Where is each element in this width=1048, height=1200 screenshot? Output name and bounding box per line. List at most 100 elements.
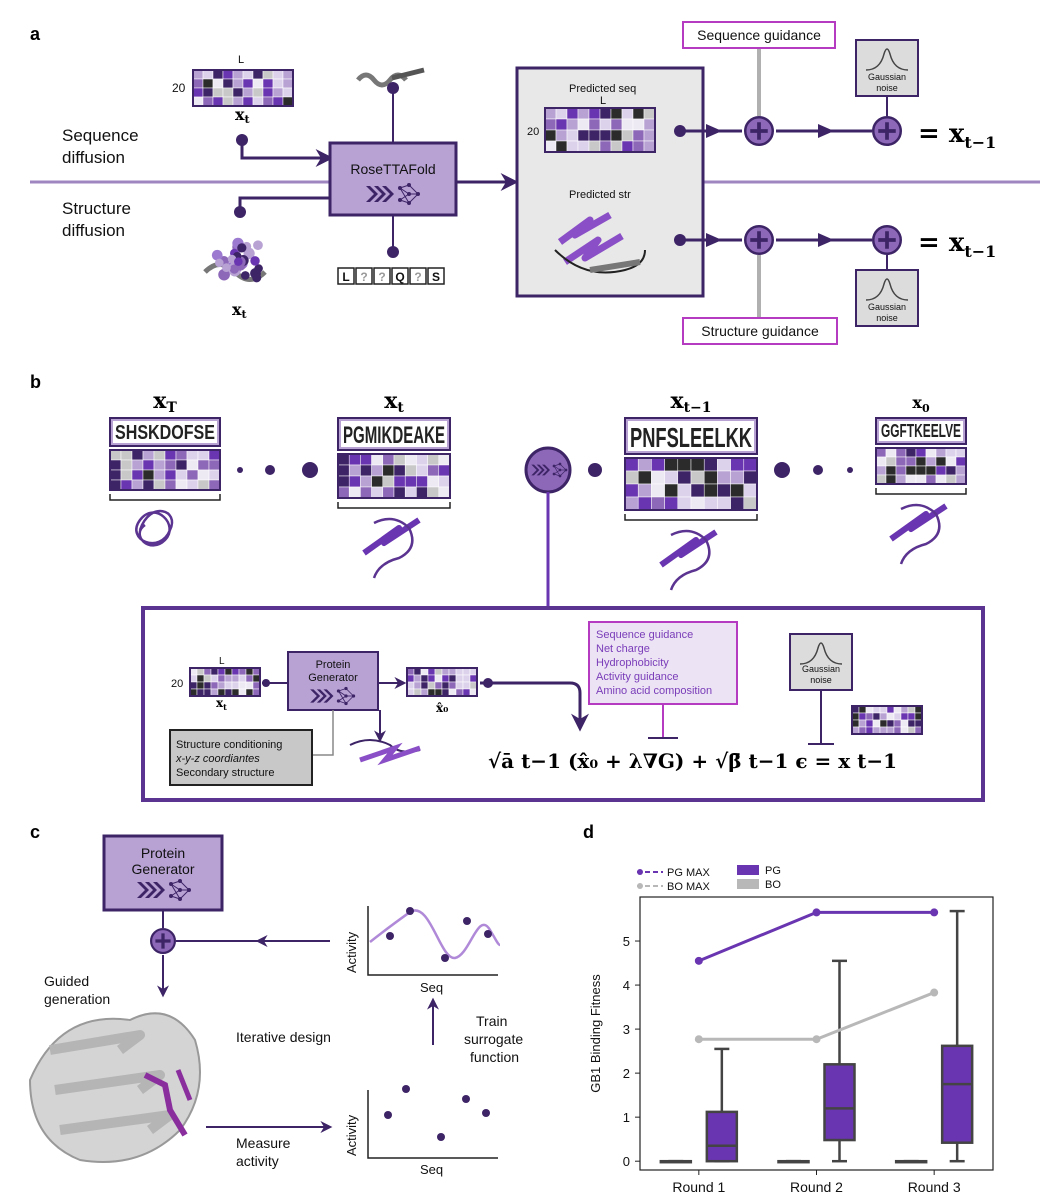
matrix-cell xyxy=(858,719,867,728)
noisy-structure-blob xyxy=(203,237,267,283)
matrix-cell xyxy=(208,459,221,471)
matrix-cell xyxy=(664,496,679,511)
matrix-cell xyxy=(382,464,395,477)
matrix-frame xyxy=(189,667,261,697)
matrix-cell xyxy=(621,140,634,153)
matrix-cell xyxy=(202,87,214,98)
matrix-cell xyxy=(469,674,478,683)
matrix-cell xyxy=(588,107,601,120)
sequence-input-arrow xyxy=(240,140,334,167)
inset-generator-box: Protein Generator xyxy=(287,651,379,711)
matrix-cell xyxy=(120,479,133,491)
matrix-cell xyxy=(677,496,692,511)
matrix-cell xyxy=(210,674,219,683)
bracket xyxy=(109,494,221,501)
matrix-length-label: L xyxy=(238,54,244,66)
matrix-cell xyxy=(272,78,284,89)
matrix-cell xyxy=(643,107,656,120)
connector-dot xyxy=(483,678,493,688)
xt-label: xt xyxy=(235,105,251,126)
legend-swatch xyxy=(737,879,759,889)
matrix-cell xyxy=(262,78,274,89)
x-tick-label: Round 3 xyxy=(908,1179,961,1195)
max-point xyxy=(812,1035,821,1044)
matrix-cell xyxy=(621,118,634,131)
matrix-cell xyxy=(621,107,634,120)
matrix-frame xyxy=(109,449,221,491)
matrix-cell xyxy=(210,667,219,676)
matrix-cell xyxy=(224,681,233,690)
matrix-cell xyxy=(886,705,895,714)
matrix-cell xyxy=(196,681,205,690)
residue-dot xyxy=(250,256,260,266)
matrix-cell xyxy=(914,712,923,721)
panel-a-letter: a xyxy=(30,24,41,44)
matrix-cell xyxy=(142,449,155,461)
matrix-cell xyxy=(743,470,758,485)
arrow-head xyxy=(818,233,834,247)
matrix-cell xyxy=(872,705,881,714)
matrix-cell xyxy=(337,464,350,477)
matrix-cell xyxy=(142,479,155,491)
matrix-cell xyxy=(637,457,652,472)
predicted-seq-aa: 20 xyxy=(527,126,539,138)
motif-cell xyxy=(409,267,427,285)
matrix-cell xyxy=(427,475,440,488)
matrix-cell xyxy=(577,107,590,120)
matrix-cell xyxy=(197,449,210,461)
matrix-cell xyxy=(252,688,261,697)
matrix-cell xyxy=(348,475,361,488)
x0hat-label: x̂₀ xyxy=(436,701,448,715)
matrix-cell xyxy=(599,140,612,153)
connector-dot xyxy=(674,125,686,137)
train-label: Train xyxy=(476,1013,507,1029)
matrix-cell xyxy=(851,719,860,728)
generator-label: Protein xyxy=(141,845,185,861)
guidance-item: Amino acid composition xyxy=(596,685,712,697)
matrix-cell xyxy=(945,465,957,476)
connector-dot xyxy=(234,206,246,218)
matrix-cell xyxy=(651,470,665,485)
matrix-cell xyxy=(448,674,457,683)
generator-label: Protein xyxy=(316,659,351,671)
matrix-cell xyxy=(203,667,212,676)
motif-residue: Q xyxy=(395,270,404,284)
matrix-cell xyxy=(252,674,261,683)
matrix-cell xyxy=(416,486,428,499)
noisy-sequence-matrix xyxy=(192,69,294,107)
matrix-cell xyxy=(252,96,264,107)
matrix-cell xyxy=(875,456,887,467)
matrix-cell xyxy=(420,674,429,683)
motif-structure-icon xyxy=(356,67,425,142)
matrix-cell xyxy=(895,456,907,467)
matrix-cell xyxy=(577,118,590,131)
guided-generation-label: generation xyxy=(44,991,110,1007)
train-label: surrogate xyxy=(464,1031,523,1047)
matrix-frame xyxy=(406,667,478,697)
matrix-cell xyxy=(371,453,384,466)
matrix-cell xyxy=(131,479,144,491)
matrix-cell xyxy=(955,465,967,476)
matrix-cell xyxy=(915,465,927,476)
matrix-cell xyxy=(406,688,415,697)
matrix-cell xyxy=(222,96,234,107)
matrix-cell xyxy=(416,464,428,477)
matrix-cell xyxy=(610,118,623,131)
matrix-cell xyxy=(192,96,204,107)
motif-cell xyxy=(391,267,409,285)
x-tick-label: Round 1 xyxy=(672,1179,725,1195)
matrix-cell xyxy=(441,667,450,676)
matrix-cell xyxy=(153,459,166,471)
matrix-cell xyxy=(907,712,916,721)
matrix-cell xyxy=(245,681,254,690)
matrix-cell xyxy=(252,87,264,98)
matrix-cell xyxy=(469,688,478,697)
panel-d-letter: d xyxy=(583,822,594,842)
matrix-cell xyxy=(245,674,254,683)
matrix-cell xyxy=(462,688,471,697)
matrix-cell xyxy=(872,726,881,735)
gaussian-noise-box-top: Gaussian noise xyxy=(855,39,919,97)
matrix-cell xyxy=(858,726,867,735)
matrix-cell xyxy=(120,469,133,481)
matrix-cell xyxy=(406,667,415,676)
